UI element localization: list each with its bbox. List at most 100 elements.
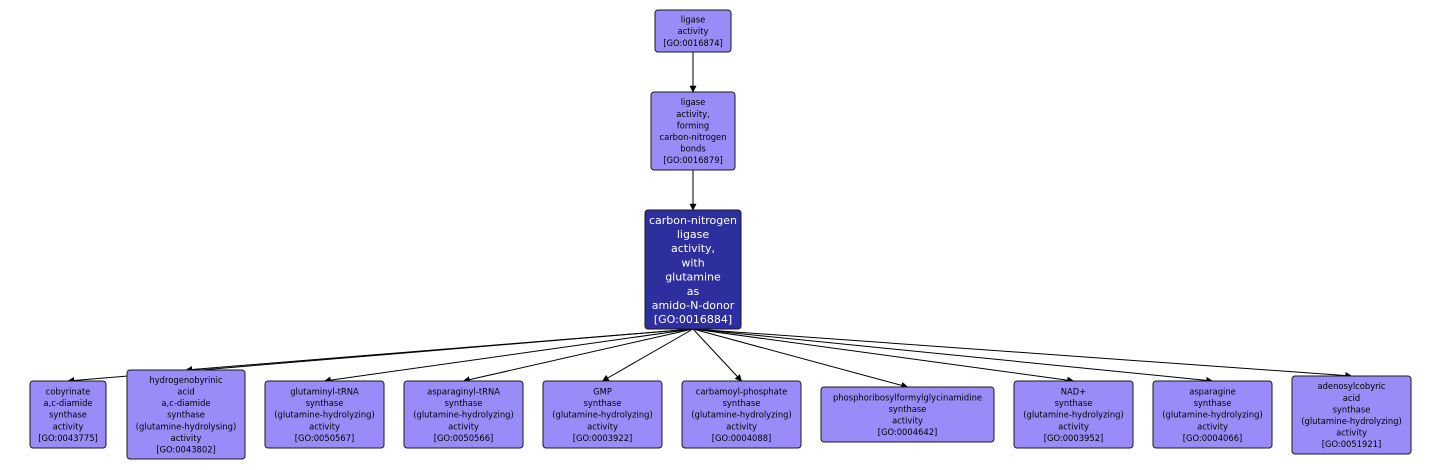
go-node-go-0016879[interactable]: ligaseactivity,formingcarbon-nitrogenbon… (650, 91, 736, 171)
node-label-line: asparaginyl-tRNA (427, 387, 500, 397)
node-label-line: synthase (1333, 404, 1371, 414)
node-label-line: activity (678, 26, 709, 36)
go-node-go-0043802[interactable]: hydrogenobyrinicacida,c-diamidesynthase(… (126, 369, 246, 460)
node-label-line: activity (587, 421, 618, 431)
node-box (264, 380, 385, 449)
node-label-line: ligase (681, 15, 706, 25)
node-label-line: (glutamine-hydrolyzing) (1301, 416, 1401, 426)
node-label-line: (glutamine-hydrolyzing) (691, 410, 791, 420)
node-box (644, 209, 742, 330)
node-box (1291, 375, 1412, 455)
node-label-line: with (681, 256, 704, 269)
node-label-line: activity (448, 421, 479, 431)
node-label-line: (glutamine-hydrolyzing) (1023, 410, 1123, 420)
node-label-line: (glutamine-hydrolyzing) (552, 410, 652, 420)
node-label-line: (glutamine-hydrolyzing) (274, 410, 374, 420)
node-box (1152, 380, 1273, 449)
node-box (650, 91, 736, 171)
node-label-line: a,c-diamide (161, 398, 210, 408)
node-label-line: GMP (593, 387, 612, 397)
edge-GO0016884-to-GO0051921 (692, 328, 1353, 380)
go-node-go-0003952[interactable]: NAD+synthase (glutamine-hydrolyzing)activ… (1013, 380, 1134, 449)
node-label-line: activity (1058, 421, 1089, 431)
node-label-line: [GO:0004066] (1183, 433, 1243, 443)
node-label-line: [GO:0051921] (1322, 439, 1382, 449)
edge-GO0016884-to-GO0003952 (692, 328, 1075, 384)
node-label-line: forming (677, 120, 709, 130)
node-label-line: carbon-nitrogen (659, 132, 726, 142)
node-label-line: as (687, 285, 700, 298)
node-label-line: acid (177, 387, 194, 397)
edge-layer (67, 52, 1353, 389)
node-label-line: synthase (49, 410, 87, 420)
go-node-go-0003922[interactable]: GMPsynthase(glutamine-hydrolyzing)activi… (542, 380, 663, 449)
node-label-line: carbamoyl-phosphate (696, 387, 788, 397)
node-label-line: ligase (677, 228, 710, 241)
node-label-line: synthase (1055, 398, 1093, 408)
edge-GO0016884-to-GO0050567 (323, 328, 694, 384)
node-label-line: [GO:0016874] (663, 38, 723, 48)
node-label-line: NAD+ (1061, 387, 1086, 397)
node-box (29, 380, 107, 449)
node-label-line: a,c-diamide (43, 398, 92, 408)
node-box (820, 386, 995, 443)
node-label-line: cobyrinate (46, 387, 91, 397)
node-label-line: activity, (676, 109, 710, 119)
edge-GO0016884-to-GO0050566 (462, 328, 694, 384)
node-label-line: synthase (306, 398, 344, 408)
node-box (126, 369, 246, 460)
node-label-line: (glutamine-hydrolyzing) (1162, 410, 1262, 420)
node-label-line: activity (726, 421, 757, 431)
node-box (654, 9, 732, 53)
node-label-line: hydrogenobyrinic (149, 375, 223, 385)
node-label-line: synthase (167, 410, 205, 420)
node-box (1013, 380, 1134, 449)
node-label-line: [GO:0004088] (712, 433, 772, 443)
go-node-go-0004088[interactable]: carbamoyl-phosphatesynthase(glutamine-hy… (681, 380, 802, 449)
node-label-line: [GO:0004642] (878, 427, 938, 437)
node-label-line: phosphoribosylformylglycinamidine (833, 392, 982, 402)
node-label-line: [GO:0003952] (1044, 433, 1104, 443)
node-label-line: glutamine (665, 271, 721, 284)
edge-GO0016884-to-GO0003922 (601, 328, 694, 382)
node-label-line: activity (892, 416, 923, 426)
node-label-line: (glutamine-hydrolyzing) (413, 410, 513, 420)
node-label-line: acid (1343, 393, 1360, 403)
go-node-go-0004642[interactable]: phosphoribosylformylglycinamidine synthas… (820, 386, 995, 443)
node-box (681, 380, 802, 449)
node-label-line: synthase (445, 398, 483, 408)
node-label-line: activity (309, 421, 340, 431)
node-label-line: activity (53, 421, 84, 431)
node-label-line: asparagine (1189, 387, 1236, 397)
node-label-line: activity (171, 433, 202, 443)
node-label-line: [GO:0050566] (434, 433, 494, 443)
edge-GO0016884-to-GO0004066 (692, 328, 1214, 384)
node-label-line: bonds (680, 144, 705, 154)
edge-GO0016884-to-GO0043802 (185, 328, 694, 373)
node-label-line: [GO:0043775] (38, 433, 98, 443)
node-label-line: synthase (889, 404, 927, 414)
node-label-line: [GO:0043802] (156, 445, 216, 455)
node-label-line: carbon-nitrogen (649, 214, 737, 227)
node-label-line: synthase (1194, 398, 1232, 408)
node-box (403, 380, 524, 449)
edge-GO0016884-to-GO0004642 (692, 328, 909, 389)
node-label-line: activity, (671, 242, 715, 255)
node-label-line: [GO:0050567] (295, 433, 355, 443)
node-box (542, 380, 663, 449)
node-label-line: [GO:0016884] (654, 313, 732, 326)
node-layer: ligaseactivity[GO:0016874]ligaseactivity… (29, 9, 1412, 460)
node-label-line: activity (1336, 428, 1367, 438)
node-label-line: adenosylcobyric (1317, 381, 1385, 391)
node-label-line: [GO:0016879] (663, 155, 723, 165)
node-label-line: glutaminyl-tRNA (290, 387, 359, 397)
node-label-line: activity (1197, 421, 1228, 431)
